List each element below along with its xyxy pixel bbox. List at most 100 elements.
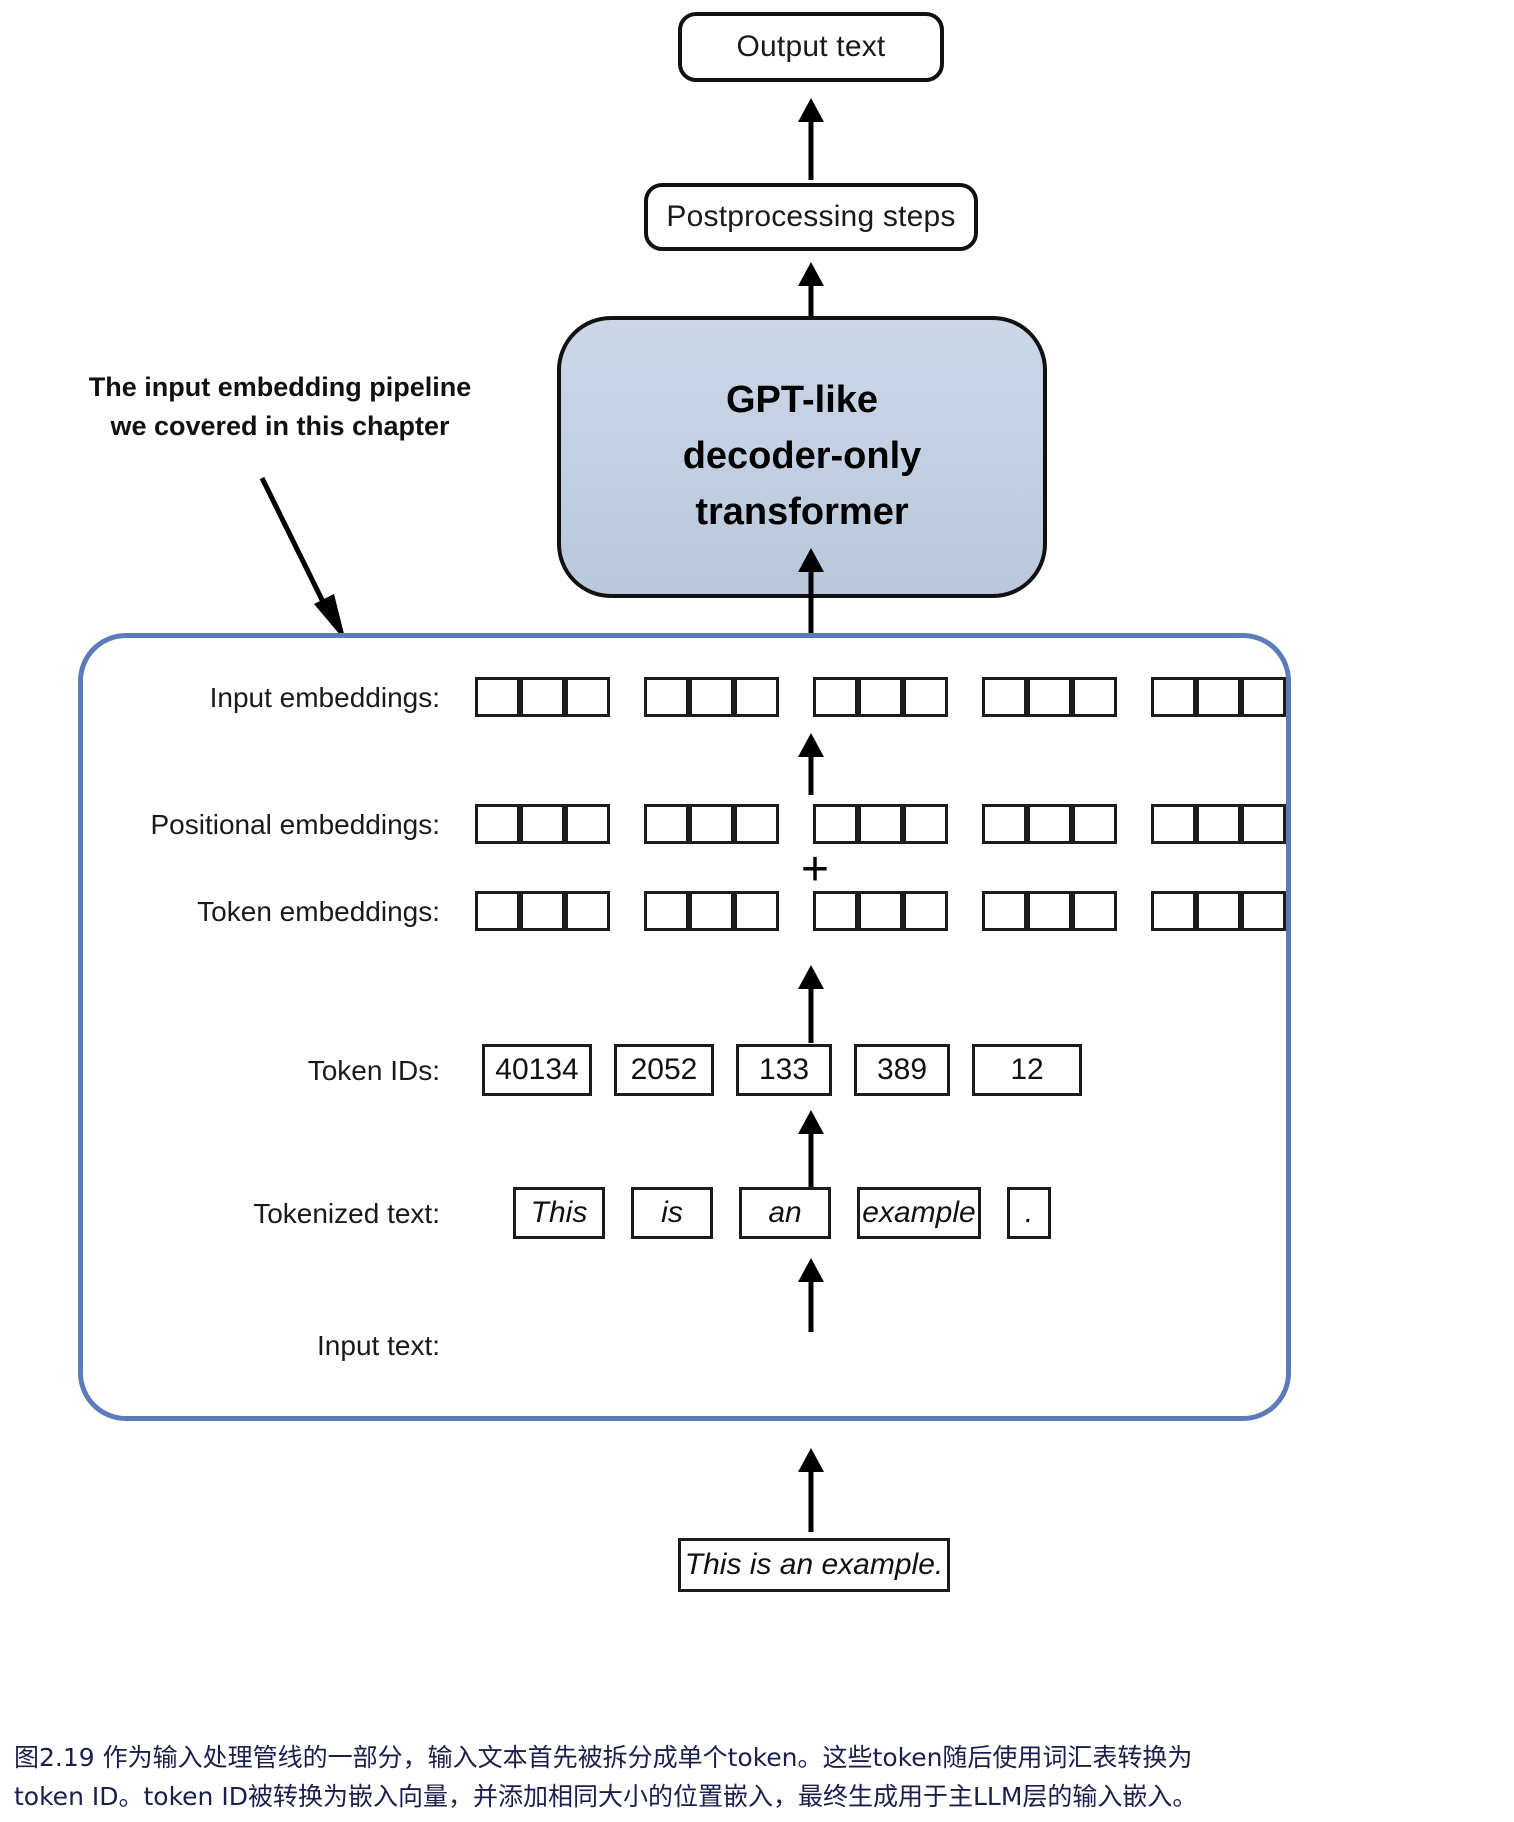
arrow-shaft [808,110,814,180]
token-text-box: . [1007,1187,1051,1239]
cell-group [982,891,1117,931]
embedding-cell [1072,804,1117,844]
figure-caption: 图2.19 作为输入处理管线的一部分，输入文本首先被拆分成单个token。这些t… [14,1738,1504,1816]
embedding-cell [1151,891,1196,931]
gpt-block-line-3: transformer [695,490,909,533]
embedding-cell [565,891,610,931]
caption-line-1: 图2.19 作为输入处理管线的一部分，输入文本首先被拆分成单个token。这些t… [14,1743,1193,1772]
cells-row-positional-embeddings [475,804,1286,844]
cell-group [813,804,948,844]
arrow-shaft [808,1460,814,1532]
postprocessing-steps-box: Postprocessing steps [644,183,978,251]
embedding-cell [475,891,520,931]
annotation-line-2: we covered in this chapter [110,411,450,442]
embedding-cell [520,891,565,931]
cell-group [982,677,1117,717]
arrow-shaft [808,1122,814,1188]
input-embedding-pipeline-container [78,633,1291,1421]
row-label-token-ids: Token IDs: [307,1055,440,1086]
embedding-cell [1151,677,1196,717]
row-label-token-embeddings: Token embeddings: [197,896,440,927]
row-label-positional-embeddings: Positional embeddings: [150,809,440,840]
embedding-cell [982,804,1027,844]
embedding-cell [1241,891,1286,931]
annotation-pointer-arrow [259,476,346,642]
embedding-cell [644,677,689,717]
row-label-input-text: Input text: [317,1330,440,1361]
embedding-cell [1027,677,1072,717]
annotation-line-1: The input embedding pipeline [88,372,472,402]
embedding-cell [644,891,689,931]
annotation-arrow-shaft [259,476,331,614]
annotation-arrow-head [314,594,346,642]
caption-line-2: token ID。token ID被转换为嵌入向量，并添加相同大小的位置嵌入，最… [14,1782,1198,1811]
embedding-cell [689,891,734,931]
embedding-cell [520,677,565,717]
embedding-cell [1196,891,1241,931]
cell-group [813,891,948,931]
arrow-shaft [808,1270,814,1332]
embedding-cell [644,804,689,844]
row-label-tokenized-text: Tokenized text: [253,1198,440,1229]
values-row-token-ids: 40134 2052 133 389 12 [482,1044,1082,1096]
plus-sign: + [800,843,830,896]
cell-group [1151,891,1286,931]
embedding-cell [1196,804,1241,844]
token-id-box: 133 [736,1044,832,1096]
output-text-box: Output text [678,12,944,82]
arrow-shaft [808,745,814,795]
embedding-cell [734,677,779,717]
cell-group [644,804,779,844]
embedding-cell [903,891,948,931]
embedding-cell [734,891,779,931]
annotation-note: The input embedding pipeline we covered … [60,368,500,446]
input-text-box: This is an example. [678,1538,950,1592]
token-id-box: 12 [972,1044,1082,1096]
cell-group [813,677,948,717]
embedding-cell [734,804,779,844]
cell-group [644,891,779,931]
row-label-input-embeddings: Input embeddings: [209,682,440,713]
token-id-box: 40134 [482,1044,592,1096]
cell-group [1151,677,1286,717]
token-id-box: 2052 [614,1044,714,1096]
arrow-shaft [808,274,814,320]
embedding-cell [903,677,948,717]
cell-group [1151,804,1286,844]
token-text-box: is [631,1187,713,1239]
embedding-cell [982,891,1027,931]
gpt-block-line-1: GPT-like [725,379,879,422]
token-text-box: example [857,1187,981,1239]
embedding-cell [689,804,734,844]
embedding-cell [1072,677,1117,717]
embedding-cell [903,804,948,844]
embedding-cell [1196,677,1241,717]
embedding-cell [475,804,520,844]
embedding-cell [1241,677,1286,717]
cells-row-input-embeddings [475,677,1286,717]
cell-group [475,891,610,931]
embedding-cell [982,677,1027,717]
token-id-box: 389 [854,1044,950,1096]
embedding-cell [689,677,734,717]
embedding-cell [1241,804,1286,844]
embedding-cell [813,891,858,931]
cell-group [982,804,1117,844]
arrow-shaft [808,977,814,1043]
embedding-cell [858,677,903,717]
cell-group [475,804,610,844]
cells-row-token-embeddings [475,891,1286,931]
embedding-cell [1072,891,1117,931]
cell-group [475,677,610,717]
embedding-cell [475,677,520,717]
embedding-cell [1027,891,1072,931]
cell-group [644,677,779,717]
gpt-block-line-2: decoder-only [682,435,922,478]
embedding-cell [520,804,565,844]
embedding-cell [813,804,858,844]
token-text-box: This [513,1187,605,1239]
embedding-cell [1027,804,1072,844]
token-text-box: an [739,1187,831,1239]
